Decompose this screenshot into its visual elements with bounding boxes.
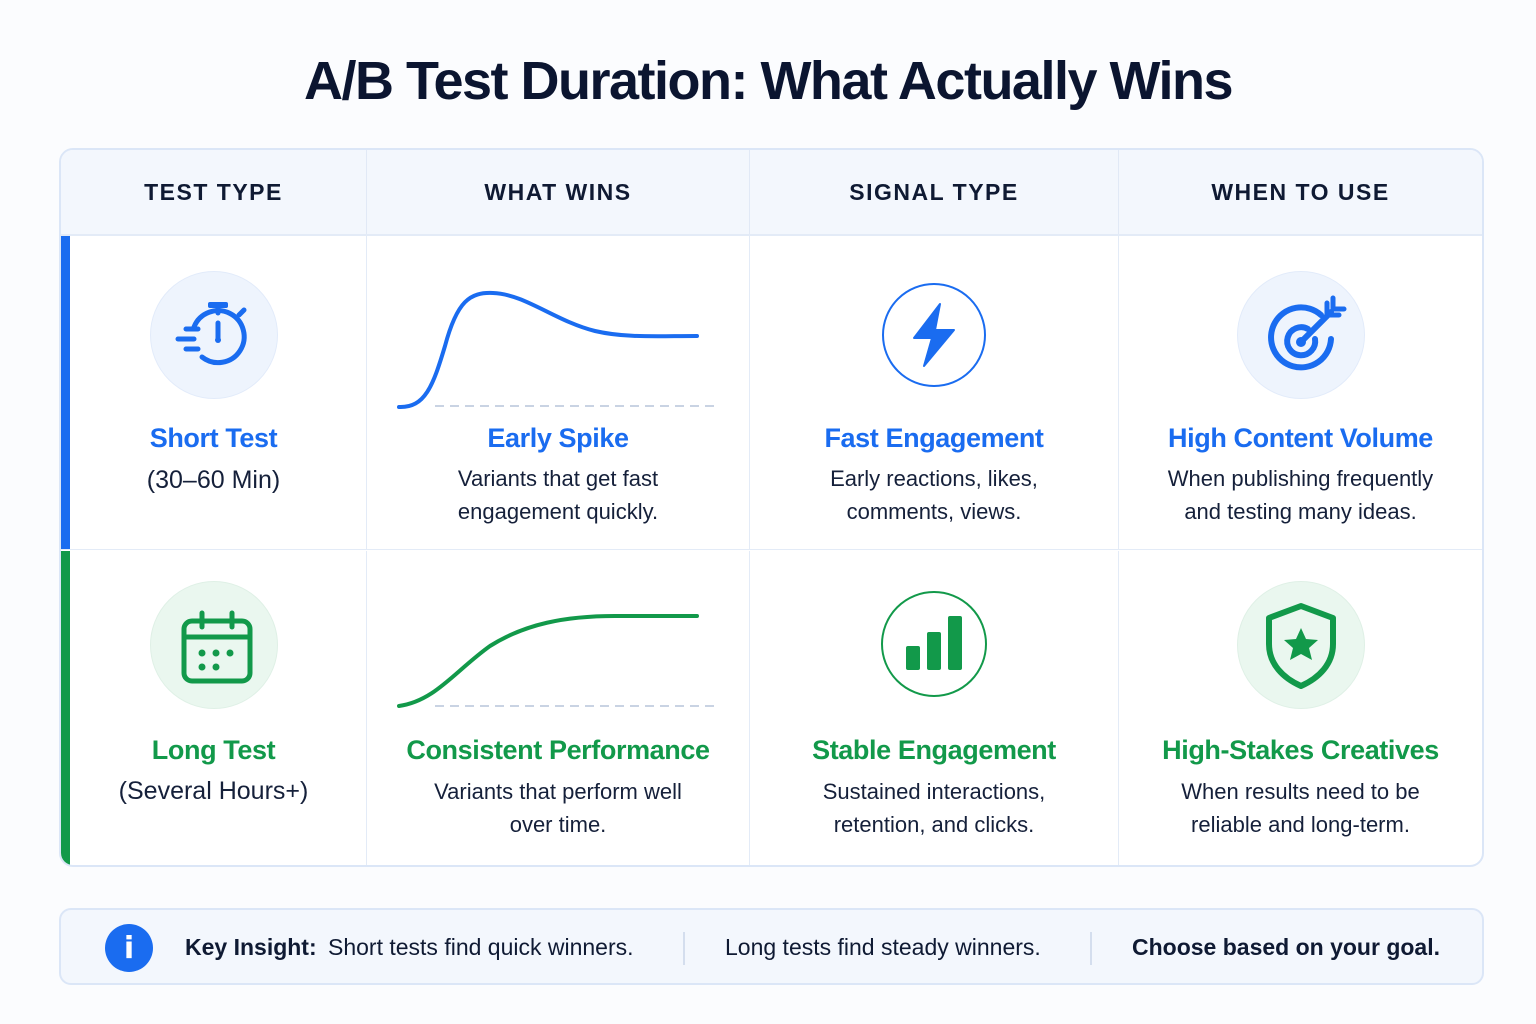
header-test-type: TEST TYPE (61, 150, 367, 234)
cell-test-type: Short Test (30–60 Min) (61, 236, 367, 549)
desc-line: and testing many ideas. (1184, 499, 1417, 524)
table-row-short-test: Short Test (30–60 Min) Early Spike Varia… (61, 236, 1482, 550)
insight-conclusion: Choose based on your goal. (1132, 934, 1440, 960)
cell-signal-type: Stable Engagement Sustained interactions… (750, 551, 1119, 865)
signal-type-label: Stable Engagement (812, 735, 1056, 765)
signal-type-desc: Early reactions, likes, comments, views. (750, 462, 1118, 528)
desc-line: Variants that perform well (434, 779, 682, 804)
early-spike-curve (397, 290, 717, 410)
cell-signal-type: Fast Engagement Early reactions, likes, … (750, 236, 1119, 549)
signal-type-desc: Sustained interactions, retention, and c… (750, 775, 1118, 841)
divider (1090, 932, 1092, 965)
info-icon: i (105, 924, 153, 972)
cell-when-to-use: High Content Volume When publishing freq… (1119, 236, 1482, 549)
when-to-use-label: High Content Volume (1168, 423, 1433, 453)
insight-label: Key Insight: (185, 934, 317, 960)
insight-point-long: Long tests find steady winners. (725, 934, 1041, 960)
test-type-duration: (Several Hours+) (118, 777, 309, 805)
what-wins-label: Consistent Performance (406, 735, 710, 765)
key-insight-banner: i Key Insight: Short tests find quick wi… (59, 908, 1484, 985)
desc-line: Sustained interactions, (822, 779, 1046, 804)
comparison-table: TEST TYPE WHAT WINS SIGNAL TYPE WHEN TO … (59, 148, 1484, 867)
cell-what-wins: Early Spike Variants that get fast engag… (367, 236, 750, 549)
desc-line: Early reactions, likes, (830, 466, 1038, 491)
calendar-icon (149, 581, 278, 709)
desc-line: retention, and clicks. (833, 812, 1035, 837)
test-type-duration: (30–60 Min) (146, 466, 281, 494)
table-header: TEST TYPE WHAT WINS SIGNAL TYPE WHEN TO … (61, 150, 1482, 236)
page-title: A/B Test Duration: What Actually Wins (303, 51, 1234, 111)
shield-star-icon (1236, 581, 1365, 709)
test-type-label: Short Test (149, 423, 278, 453)
desc-line: When publishing frequently (1167, 466, 1434, 491)
bar-chart-icon (881, 591, 987, 697)
divider (683, 932, 685, 965)
target-arrow-icon (1236, 271, 1365, 399)
what-wins-desc: Variants that get fast engagement quickl… (367, 462, 749, 528)
cell-what-wins: Consistent Performance Variants that per… (367, 551, 750, 865)
table-row-long-test: Long Test (Several Hours+) Consistent Pe… (61, 551, 1482, 865)
when-to-use-desc: When results need to be reliable and lon… (1119, 775, 1482, 841)
desc-line: comments, views. (846, 499, 1022, 524)
desc-line: over time. (509, 812, 607, 837)
desc-line: When results need to be (1181, 779, 1420, 804)
what-wins-label: Early Spike (487, 423, 629, 453)
what-wins-desc: Variants that perform well over time. (367, 775, 749, 841)
row-accent-bar (61, 551, 70, 865)
when-to-use-desc: When publishing frequently and testing m… (1119, 462, 1482, 528)
steady-rise-curve (397, 614, 717, 708)
header-what-wins: WHAT WINS (367, 150, 750, 234)
signal-type-label: Fast Engagement (824, 423, 1044, 453)
cell-test-type: Long Test (Several Hours+) (61, 551, 367, 865)
desc-line: engagement quickly. (457, 499, 659, 524)
test-type-label: Long Test (151, 735, 276, 765)
lightning-bolt-icon (882, 283, 986, 387)
insight-point-short: Short tests find quick winners. (328, 934, 634, 960)
stopwatch-fast-icon (149, 271, 278, 399)
row-accent-bar (61, 236, 70, 549)
when-to-use-label: High-Stakes Creatives (1162, 735, 1439, 765)
header-when-to-use: WHEN TO USE (1211, 178, 1390, 205)
desc-line: reliable and long-term. (1191, 812, 1410, 837)
cell-when-to-use: High-Stakes Creatives When results need … (1119, 551, 1482, 865)
header-signal-type: SIGNAL TYPE (750, 150, 1119, 234)
desc-line: Variants that get fast (457, 466, 659, 491)
